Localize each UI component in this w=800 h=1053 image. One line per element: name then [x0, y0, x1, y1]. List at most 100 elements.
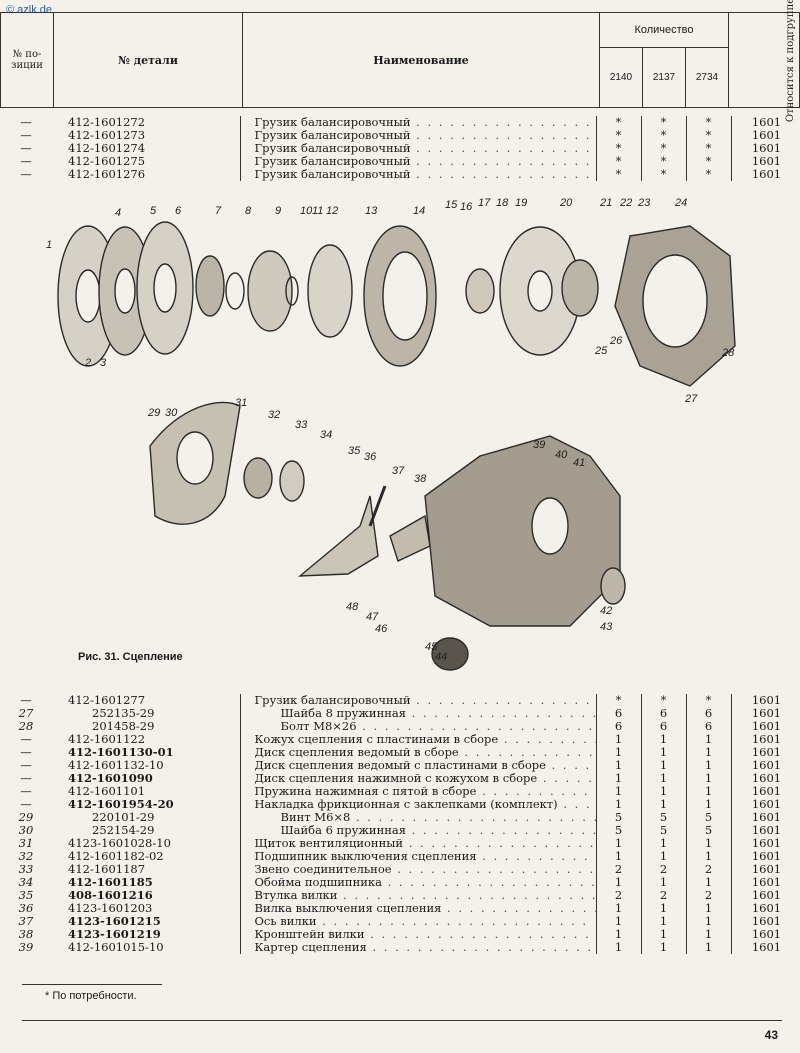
qty-2137-cell: * [640, 116, 686, 129]
position-cell: — [20, 155, 32, 168]
subgroup-cell: 1601 [730, 863, 800, 876]
qty-2140-cell: * [595, 116, 641, 129]
qty-2140-cell: 1 [595, 785, 641, 798]
qty-2734-cell: 1 [685, 746, 731, 759]
figure-caption: Рис. 31. Сцепление [78, 651, 183, 663]
name-text: Кожух сцепления с пластинами в сборе [254, 733, 499, 746]
leader-dots: . . . . . . . . . . . . . . . . . . . . … [416, 129, 596, 142]
position-cell: — [20, 694, 32, 707]
callout-label: 41 [573, 457, 585, 469]
name-cell: Вилка выключения сцепления . . . . . . .… [239, 902, 596, 915]
header-subgroup: Относится к подгруппе [728, 0, 800, 122]
callout-label: 21 [599, 197, 612, 209]
position-cell: — [20, 733, 32, 746]
callout-label: 8 [245, 205, 252, 217]
leader-dots: . . . . . . . . . . . . . . . . . . . . … [411, 824, 596, 837]
leader-dots: . . . . . . . . . . . . . . . . . . . . … [362, 720, 596, 733]
subgroup-cell: 1601 [730, 928, 800, 941]
name-text: Диск сцепления ведомый с пластинами в сб… [254, 759, 546, 772]
qty-2137-cell: 2 [640, 889, 686, 902]
name-cell: Грузик балансировочный . . . . . . . . .… [239, 116, 596, 129]
leader-dots: . . . . . . . . . . . . . . . . . . . . … [337, 889, 596, 902]
part-number-cell: 412-1601954-20 [68, 798, 174, 811]
name-text: Болт М8×26 [280, 720, 357, 733]
subgroup-cell: 1601 [730, 694, 800, 707]
qty-2140-cell: 1 [595, 902, 641, 915]
callout-label: 16 [460, 201, 473, 213]
qty-2140-cell: 1 [595, 759, 641, 772]
header-model: 2734 [685, 47, 729, 108]
name-text: Грузик балансировочный [254, 116, 411, 129]
position-cell: 31 [18, 837, 34, 850]
callout-label: 22 [619, 197, 632, 209]
name-text: Вилка выключения сцепления [254, 902, 442, 915]
qty-2140-cell: 1 [595, 928, 641, 941]
qty-2137-cell: * [640, 129, 686, 142]
name-cell: Кронштейн вилки . . . . . . . . . . . . … [239, 928, 596, 941]
callout-label: 15 [445, 199, 458, 211]
name-text: Втулка вилки [254, 889, 338, 902]
position-cell: 27 [18, 707, 34, 720]
part-number-cell: 412-1601272 [68, 116, 146, 129]
name-text: Звено соединительное [254, 863, 392, 876]
position-cell: 29 [18, 811, 34, 824]
name-cell: Грузик балансировочный . . . . . . . . .… [239, 155, 596, 168]
callout-label: 42 [600, 605, 612, 617]
qty-2137-cell: 6 [640, 707, 686, 720]
qty-2137-cell: * [640, 142, 686, 155]
qty-2140-cell: * [595, 129, 641, 142]
qty-2140-cell: 1 [595, 941, 641, 954]
callout-label: 7 [215, 205, 222, 217]
subgroup-cell: 1601 [730, 720, 800, 733]
leader-dots: . . . . . . . . . . . . . . . . . . . . … [416, 694, 596, 707]
callout-label: 31 [235, 397, 247, 409]
header-subgroup-text: Относится к подгруппе [785, 0, 797, 123]
header-quantity: Количество [599, 12, 729, 48]
subgroup-cell: 1601 [730, 798, 800, 811]
name-cell: Пружина нажимная с пятой в сборе . . . .… [239, 785, 596, 798]
callout-label: 6 [175, 205, 182, 217]
name-text: Грузик балансировочный [254, 155, 411, 168]
name-cell: Звено соединительное . . . . . . . . . .… [239, 863, 596, 876]
callout-label: 35 [348, 445, 361, 457]
qty-2137-cell: 1 [640, 902, 686, 915]
name-cell: Винт М6×8 . . . . . . . . . . . . . . . … [239, 811, 596, 824]
callout-label: 24 [674, 197, 687, 209]
callout-label: 29 [147, 407, 160, 419]
leader-dots: . . . . . . . . . . . . . . . . . . . . … [416, 168, 596, 181]
position-cell: 35 [18, 889, 34, 902]
qty-2137-cell: 1 [640, 915, 686, 928]
callout-label: 30 [165, 407, 178, 419]
part-number-cell: 4123-1601028-10 [68, 837, 171, 850]
position-cell: 33 [18, 863, 34, 876]
part-number-cell: 220101-29 [92, 811, 155, 824]
leader-dots: . . . . . . . . . . . . . . . . . . . . … [503, 733, 596, 746]
part-number-cell: 408-1601216 [68, 889, 153, 902]
name-cell: Картер сцепления . . . . . . . . . . . .… [239, 941, 596, 954]
callout-label: 1 [46, 239, 52, 251]
name-text: Грузик балансировочный [254, 142, 411, 155]
subgroup-cell: 1601 [730, 707, 800, 720]
callout-label: 4 [115, 207, 121, 219]
qty-2140-cell: 1 [595, 798, 641, 811]
position-cell: — [20, 168, 32, 181]
qty-2140-cell: 2 [595, 863, 641, 876]
part-number-cell: 412-1601132-10 [68, 759, 164, 772]
name-cell: Грузик балансировочный . . . . . . . . .… [239, 168, 596, 181]
leader-dots: . . . . . . . . . . . . . . . . . . . . … [464, 746, 596, 759]
position-cell: — [20, 785, 32, 798]
subgroup-cell: 1601 [730, 941, 800, 954]
callout-label: 46 [375, 623, 388, 635]
callout-label: 18 [496, 197, 509, 209]
name-cell: Щиток вентиляционный . . . . . . . . . .… [239, 837, 596, 850]
footnote-divider [22, 984, 162, 985]
subgroup-cell: 1601 [730, 142, 800, 155]
qty-2734-cell: 6 [685, 707, 731, 720]
